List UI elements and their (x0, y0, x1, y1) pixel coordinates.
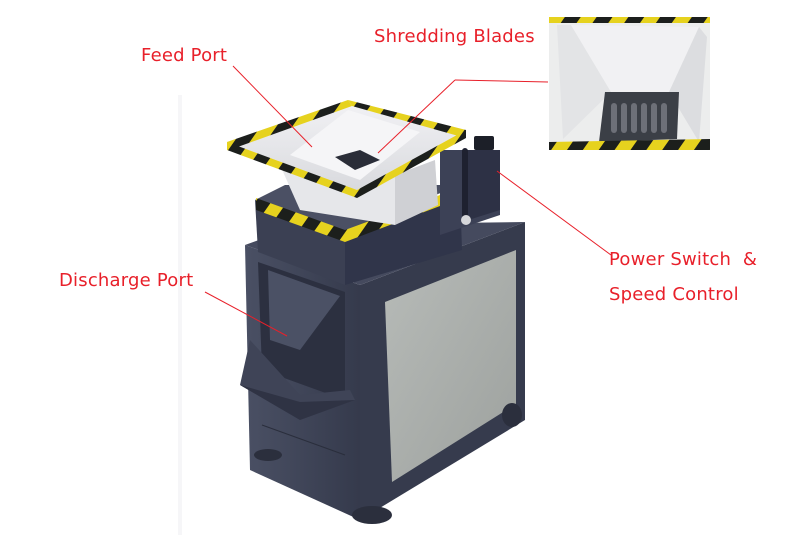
leader-shredding-blades (377, 79, 456, 154)
leader-lines (204, 65, 612, 337)
label-power-switch: Power Switch & (609, 249, 758, 270)
control-box (440, 136, 500, 235)
label-shredding-blades: Shredding Blades (374, 26, 535, 47)
label-discharge-port: Discharge Port (59, 270, 194, 291)
power-switch-handle (474, 136, 494, 150)
caster-front-right (352, 506, 392, 524)
blade-rotor (599, 92, 679, 142)
label-feed-port: Feed Port (141, 45, 228, 66)
speed-lever (462, 148, 468, 218)
leader-shredding-blades-inset (454, 79, 549, 83)
side-panel (385, 250, 516, 482)
leader-discharge-port (204, 291, 288, 337)
leader-power-switch (496, 170, 612, 256)
label-speed-control: Speed Control (609, 284, 739, 305)
leader-feed-port (232, 65, 313, 148)
caster-rear (502, 403, 522, 427)
caster-front-left (254, 449, 282, 461)
shredding-blades-closeup (549, 17, 710, 150)
